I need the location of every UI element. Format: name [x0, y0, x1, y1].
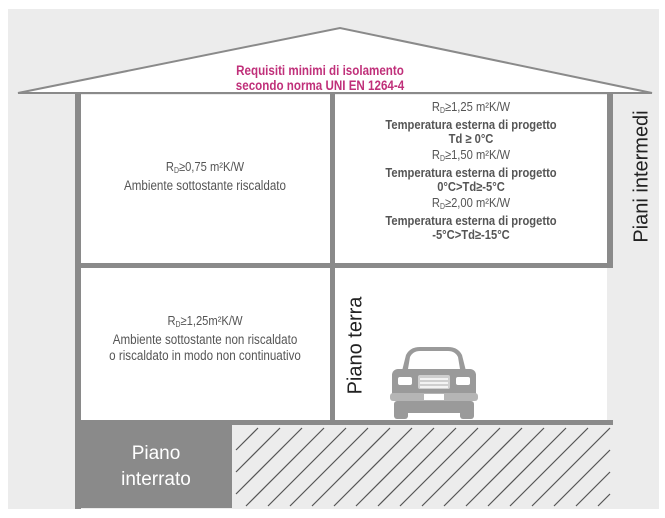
hatch-line — [443, 427, 523, 507]
hatch-line — [597, 493, 611, 507]
lower-left-line-1: Ambiente sottostante non riscaldato — [112, 332, 298, 347]
hatch-line — [289, 427, 369, 507]
hatch-line — [487, 427, 567, 507]
hatch-line — [509, 427, 589, 507]
hatch-line — [355, 427, 435, 507]
case-3-label: Temperatura esterna di progetto — [385, 213, 557, 228]
lower-left-line-2: o riscaldato in modo non continuativo — [109, 348, 301, 363]
upper-left-resistance: RD≥0,75 m²K/W — [165, 159, 245, 175]
case-3-condition: -5°C>Td≥-15°C — [432, 227, 510, 242]
lower-left-room — [80, 268, 330, 421]
case-1: RD≥1,25 m²K/W Temperatura esterna di pro… — [358, 99, 583, 146]
hatch-line — [267, 427, 347, 507]
case-1-condition: Td ≥ 0°C — [448, 131, 494, 146]
piano-interrato-line-1: Piano — [131, 442, 181, 464]
upper-right-text: RD≥1,25 m²K/W Temperatura esterna di pro… — [358, 99, 583, 242]
hatch-line — [235, 427, 303, 495]
case-1-label: Temperatura esterna di progetto — [385, 117, 557, 132]
car-icon — [390, 347, 478, 419]
right-wall — [607, 93, 613, 268]
left-wall — [75, 93, 81, 509]
lower-left-text: RD≥1,25m²K/W Ambiente sottostante non ri… — [96, 313, 314, 364]
hatch-line — [531, 427, 611, 507]
hatch-line — [399, 427, 479, 507]
hatch-line — [235, 427, 281, 473]
hatch-line — [553, 449, 611, 507]
upper-left-room — [80, 95, 330, 263]
case-3: RD≥2,00 m²K/W Temperatura esterna di pro… — [358, 195, 583, 242]
upper-left-description: Ambiente sottostante riscaldato — [123, 178, 286, 193]
case-2-resistance: RD≥1,50 m²K/W — [431, 147, 511, 163]
hatch-line — [377, 427, 457, 507]
case-2: RD≥1,50 m²K/W Temperatura esterna di pro… — [358, 147, 583, 194]
piano-interrato-label: Piano interrato — [80, 425, 232, 508]
hatched-ground — [235, 427, 611, 507]
upper-left-text: RD≥0,75 m²K/W Ambiente sottostante risca… — [102, 159, 308, 194]
title-line-2: secondo norma UNI EN 1264-4 — [235, 78, 405, 93]
upper-right-room — [335, 95, 607, 263]
hatch-line — [311, 427, 391, 507]
piani-intermedi-label: Piani intermedi — [630, 110, 653, 243]
case-2-label: Temperatura esterna di progetto — [385, 165, 557, 180]
hatch-line — [575, 471, 611, 507]
roof-title: Requisiti minimi di isolamento secondo n… — [191, 63, 449, 93]
hatch-line — [421, 427, 501, 507]
center-wall — [330, 93, 335, 423]
piano-terra-label: Piano terra — [344, 296, 367, 395]
ground-floor-slab — [75, 420, 613, 425]
lower-left-resistance: RD≥1,25m²K/W — [167, 313, 243, 329]
first-floor-slab — [75, 263, 613, 268]
case-3-resistance: RD≥2,00 m²K/W — [431, 195, 511, 211]
hatch-line — [235, 427, 259, 451]
hatch-line — [245, 427, 325, 507]
hatch-line — [465, 427, 545, 507]
piano-interrato-line-2: interrato — [121, 468, 191, 490]
hatch-line — [333, 427, 413, 507]
title-line-1: Requisiti minimi di isolamento — [236, 63, 404, 78]
case-1-resistance: RD≥1,25 m²K/W — [431, 99, 511, 115]
case-2-condition: 0°C>Td≥-5°C — [437, 179, 505, 194]
